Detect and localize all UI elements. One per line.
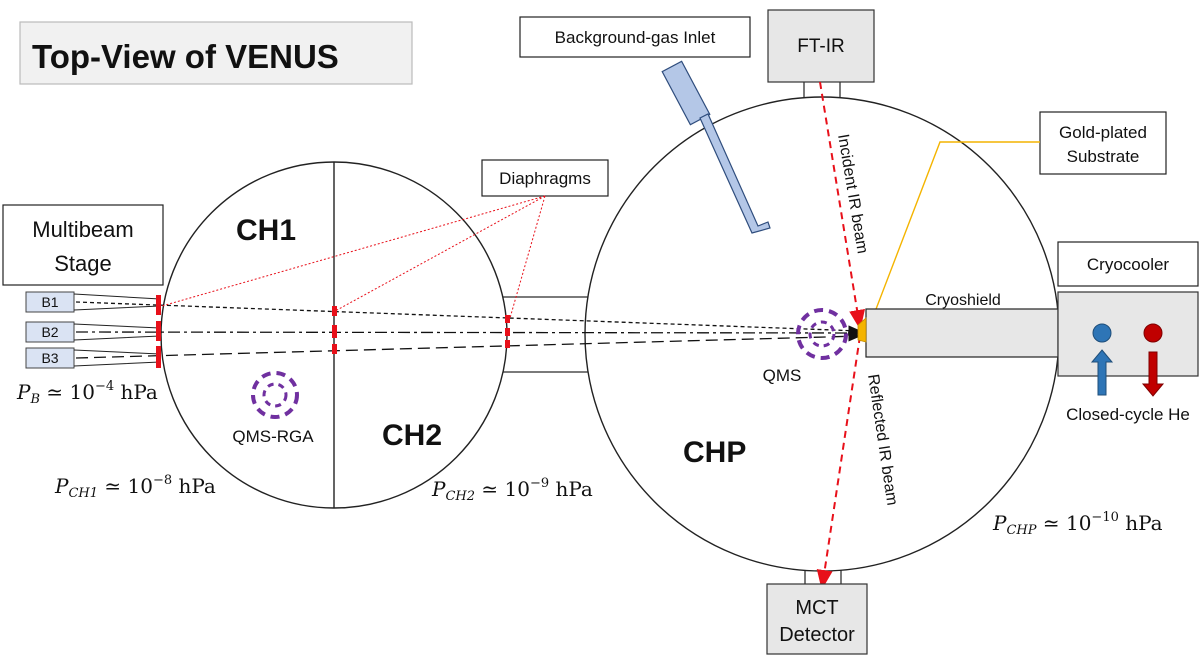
- beam-path-b1: [75, 301, 862, 336]
- cryocooler-label: Cryocooler: [1087, 255, 1170, 274]
- qms-rga-label: QMS-RGA: [232, 427, 314, 446]
- multibeam-stage-box: Multibeam Stage: [2, 204, 164, 286]
- incident-ir-beam: [819, 81, 866, 330]
- diaphragm-conn-1: [505, 315, 510, 323]
- inflow-arrow-icon: [1090, 349, 1114, 396]
- diaphragm-b1-stage: [156, 295, 161, 315]
- gold-label-line1: Gold-plated: [1059, 123, 1147, 142]
- gold-substrate-callout: Gold-plated Substrate: [867, 111, 1167, 331]
- qms-rga-icon: [251, 371, 299, 419]
- diaphragm-b2-stage: [156, 321, 161, 341]
- cryoshield-label: Cryoshield: [925, 292, 1001, 309]
- mct-label-line1: MCT: [795, 597, 838, 619]
- gold-substrate: [857, 317, 867, 343]
- diaphragm-ch-3: [332, 344, 337, 354]
- beam-label-b1: B1: [41, 294, 58, 310]
- beam-paths: [75, 301, 862, 359]
- beam-label-b3: B3: [41, 350, 58, 366]
- ch1-label: CH1: [236, 214, 296, 247]
- inlet-tube: [699, 113, 771, 234]
- ftir-label: FT-IR: [797, 36, 845, 57]
- diaphragm-ch-1: [332, 306, 337, 316]
- diaphragms: [156, 295, 510, 368]
- multibeam-label-line2: Stage: [54, 251, 112, 276]
- page-title: Top-View of VENUS: [32, 38, 339, 75]
- beam-label-b2: B2: [41, 324, 58, 340]
- diaphragm-conn-3: [505, 340, 510, 348]
- multibeam-label-line1: Multibeam: [32, 217, 133, 242]
- beam-box-b2: [25, 321, 75, 343]
- diaphragm-b3-stage: [156, 346, 161, 368]
- beam-path-b2: [75, 327, 862, 339]
- background-gas-inlet: Background-gas Inlet: [519, 16, 771, 234]
- title-box: Top-View of VENUS: [19, 21, 413, 85]
- chp-label: CHP: [683, 436, 746, 469]
- pressure-pb: PB ≃ 10−4 hPa: [16, 379, 158, 407]
- background-inlet-label: Background-gas Inlet: [555, 28, 716, 47]
- diaphragms-callout: Diaphragms: [161, 159, 609, 319]
- pressure-pchp: PCHP ≃ 10−10 hPa: [992, 510, 1163, 538]
- cryoshield: [865, 308, 1059, 358]
- beam-box-b3: [25, 347, 75, 369]
- gold-label-line2: Substrate: [1067, 147, 1140, 166]
- hot-port-icon: [1143, 323, 1163, 343]
- diaphragms-label: Diaphragms: [499, 169, 591, 188]
- inlet-body: [661, 60, 711, 126]
- outflow-arrow-icon: [1141, 351, 1165, 397]
- reflected-ir-beam: [816, 335, 861, 590]
- cryocooler-body: [1057, 291, 1199, 377]
- qms-icon: [796, 308, 848, 360]
- beam-box-b1: [25, 291, 75, 313]
- beam-nozzles: [73, 293, 161, 367]
- ir-beams: [816, 81, 866, 590]
- closed-cycle-label: Closed-cycle He: [1066, 405, 1190, 424]
- pressure-pch1: PCH1 ≃ 10−8 hPa: [54, 473, 216, 501]
- ch2-label: CH2: [382, 419, 442, 452]
- ftir-box: FT-IR: [767, 9, 875, 83]
- cold-port-icon: [1092, 323, 1112, 343]
- diaphragm-ch-2: [332, 325, 337, 338]
- beam-path-b3: [75, 331, 862, 359]
- mct-label-line2: Detector: [779, 624, 855, 646]
- diaphragm-conn-2: [505, 328, 510, 336]
- pressure-pch2: PCH2 ≃ 10−9 hPa: [431, 476, 593, 504]
- beam-sources: B1 B2 B3: [25, 291, 75, 369]
- qms-label: QMS: [763, 366, 802, 385]
- mct-detector-box: MCT Detector: [766, 583, 868, 655]
- cryocooler: Cryocooler Closed-cycle He: [1057, 241, 1199, 424]
